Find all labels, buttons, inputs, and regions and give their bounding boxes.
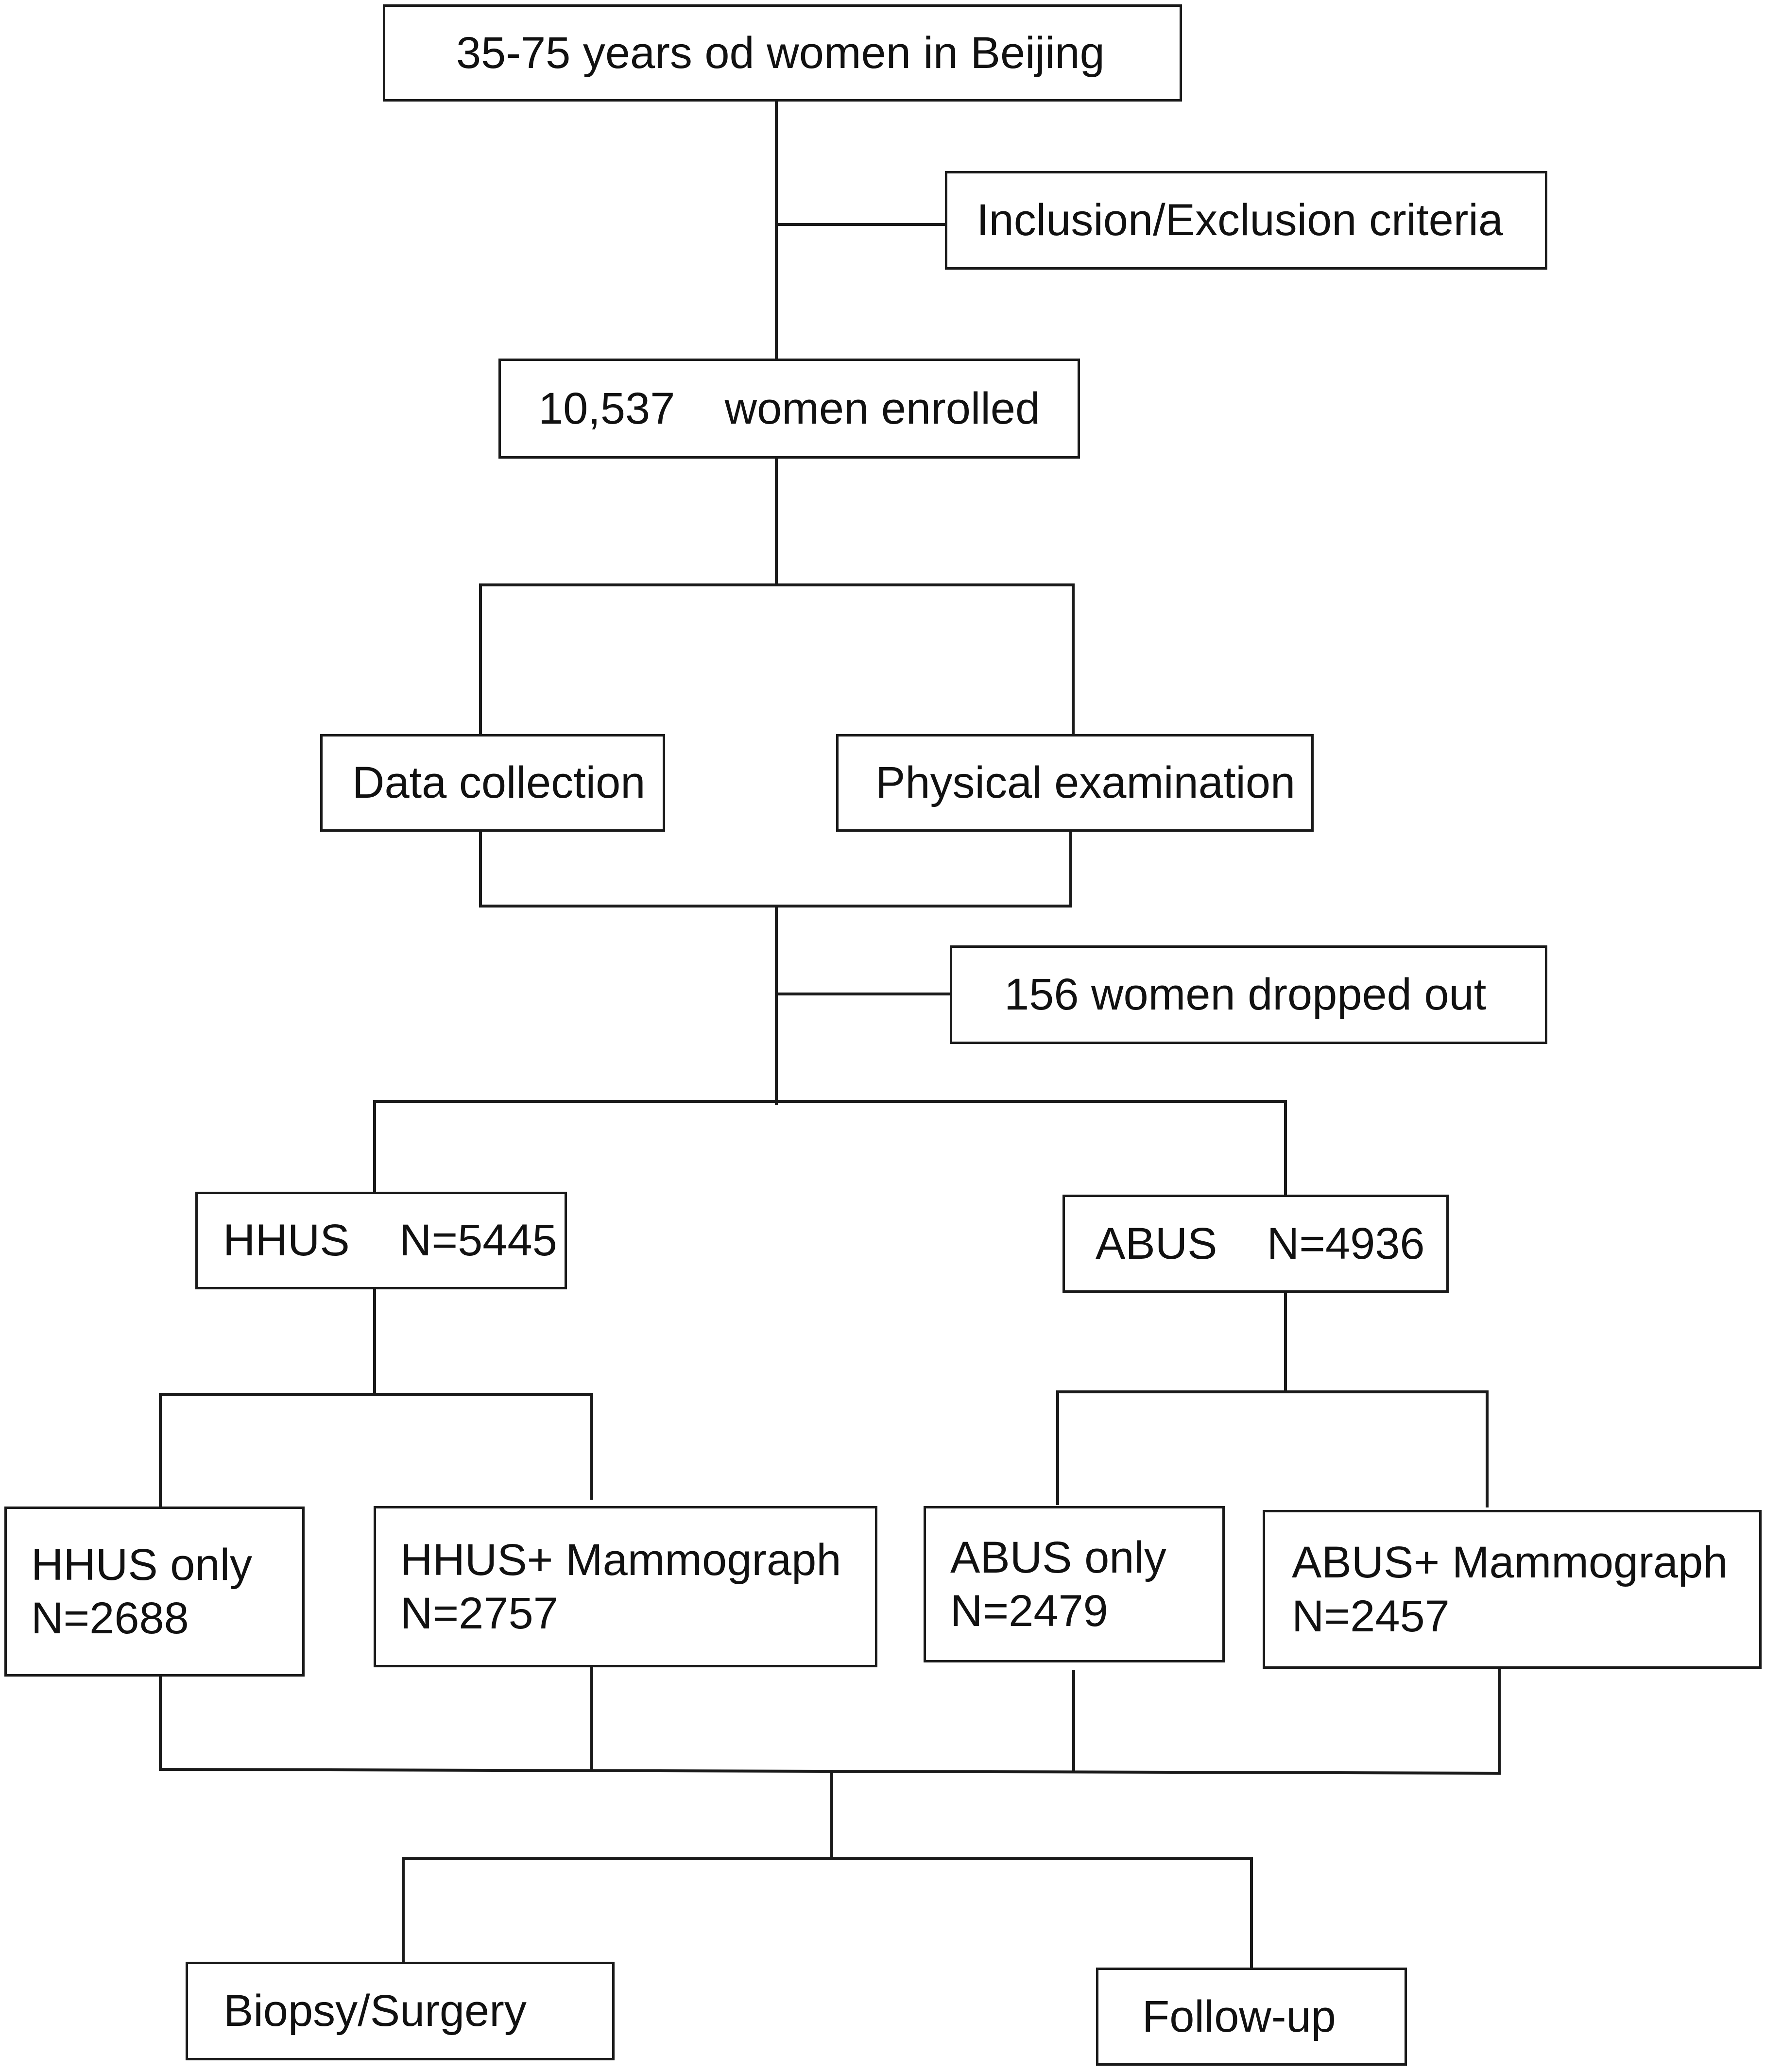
- physical-exam-box: Physical examination: [836, 734, 1314, 832]
- abus-mammo-box: ABUS+ Mammograph N=2457: [1263, 1510, 1762, 1669]
- hhus-only-label: HHUS only: [31, 1540, 253, 1590]
- hhus-label: HHUS N=5445: [223, 1216, 557, 1266]
- enrolled-box: 10,537 women enrolled: [498, 359, 1080, 459]
- connector-final-merge-bar: [158, 1767, 1501, 1775]
- abus-mammo-count: N=2457: [1292, 1591, 1450, 1641]
- abus-mammo-label: ABUS+ Mammograph: [1292, 1538, 1728, 1588]
- biopsy-box: Biopsy/Surgery: [186, 1962, 615, 2060]
- dropped-out-box: 156 women dropped out: [950, 945, 1547, 1044]
- followup-label: Follow-up: [1142, 1991, 1336, 2041]
- hhus-only-count: N=2688: [31, 1593, 189, 1643]
- hhus-only-box: HHUS only N=2688: [4, 1507, 305, 1677]
- abus-label: ABUS N=4936: [1096, 1218, 1425, 1268]
- abus-box: ABUS N=4936: [1062, 1195, 1449, 1293]
- abus-only-box: ABUS only N=2479: [924, 1506, 1225, 1662]
- hhus-box: HHUS N=5445: [195, 1192, 567, 1289]
- hhus-mammo-box: HHUS+ Mammograph N=2757: [374, 1506, 877, 1667]
- physical-exam-label: Physical examination: [875, 758, 1296, 808]
- data-collection-box: Data collection: [320, 734, 665, 832]
- biopsy-label: Biopsy/Surgery: [223, 1986, 527, 2036]
- population-box: 35-75 years od women in Beijing: [383, 4, 1182, 102]
- criteria-label: Inclusion/Exclusion criteria: [977, 195, 1504, 245]
- hhus-mammo-label: HHUS+ Mammograph: [400, 1535, 841, 1585]
- enrolled-label: 10,537 women enrolled: [538, 383, 1041, 433]
- data-collection-label: Data collection: [352, 758, 646, 808]
- abus-only-count: N=2479: [950, 1586, 1108, 1636]
- criteria-box: Inclusion/Exclusion criteria: [945, 171, 1547, 270]
- hhus-mammo-count: N=2757: [400, 1589, 558, 1638]
- abus-only-label: ABUS only: [950, 1532, 1166, 1582]
- followup-box: Follow-up: [1096, 1968, 1407, 2066]
- dropped-out-label: 156 women dropped out: [1004, 970, 1487, 1020]
- population-label: 35-75 years od women in Beijing: [456, 28, 1105, 78]
